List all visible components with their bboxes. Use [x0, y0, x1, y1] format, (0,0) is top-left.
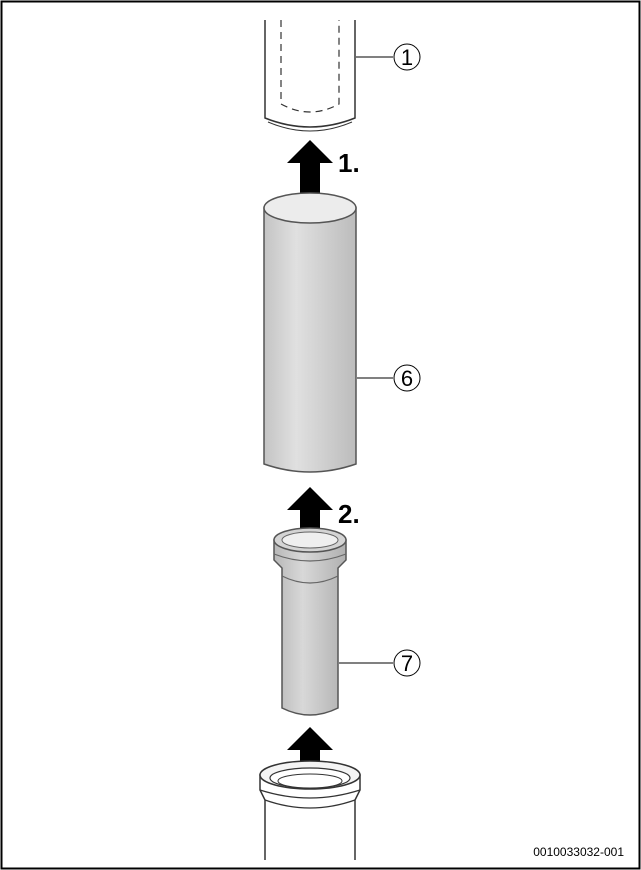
up-arrow-icon [287, 727, 333, 782]
callout-label-7: 7 [401, 651, 413, 676]
outer-pipe-top [264, 20, 356, 132]
step-label-1: 1. [338, 148, 360, 178]
callout-label-1: 1 [401, 45, 413, 70]
figure-id: 0010033032-001 [533, 845, 624, 859]
up-arrow-icon [287, 487, 333, 542]
callout-label-6: 6 [401, 366, 413, 391]
up-arrow-icon [287, 140, 333, 195]
air-supply-cylinder [263, 192, 357, 473]
callout-7: 7 [339, 649, 421, 677]
callout-1: 1 [356, 43, 421, 71]
step-label-2: 2. [338, 499, 360, 529]
callout-6: 6 [357, 364, 421, 392]
flue-pipe-with-socket [273, 527, 347, 716]
bottom-socket [259, 760, 361, 860]
